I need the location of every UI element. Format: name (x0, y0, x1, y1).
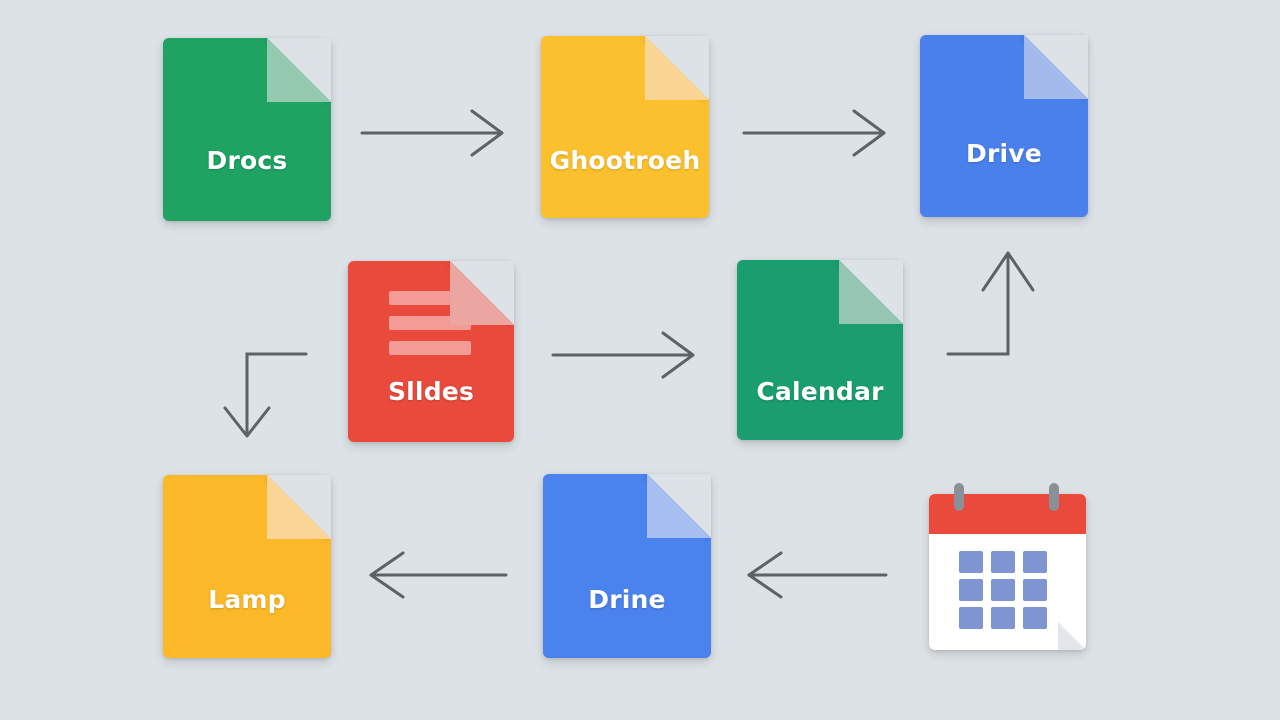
calendar-ring-left (954, 483, 964, 511)
sheets-file-tile[interactable]: Ghootroeh (541, 36, 709, 218)
arrow-slides-to-lamp (220, 352, 310, 442)
arrow-sheets-to-drive (742, 108, 889, 158)
docs-file-tile[interactable]: Drocs (163, 38, 331, 221)
arrow-docs-to-sheets (360, 108, 507, 158)
calendar-date-grid (959, 551, 1047, 629)
page-corner-highlight (645, 36, 709, 100)
drive-file-tile[interactable]: Drive (920, 35, 1088, 217)
calendar-icon[interactable] (929, 494, 1086, 650)
page-corner-highlight (839, 260, 903, 324)
docs-label: Drocs (206, 146, 288, 175)
lamp-label: Lamp (208, 585, 286, 614)
drive-label: Drive (966, 139, 1042, 168)
slides-file-tile[interactable]: Slldes (348, 261, 514, 442)
page-corner-highlight (267, 38, 331, 102)
arrow-calendar-to-drive (946, 250, 1038, 360)
lamp-file-tile[interactable]: Lamp (163, 475, 331, 658)
arrow-slides-to-calendar (551, 330, 698, 380)
drine-label: Drine (588, 585, 666, 614)
page-corner-highlight (647, 474, 711, 538)
arrow-calendar-icon-to-drine (746, 550, 888, 600)
page-corner-highlight (450, 261, 514, 325)
arrow-drive-to-lamp (368, 550, 508, 600)
slides-label: Slldes (387, 377, 475, 406)
calendar-label: Calendar (756, 377, 884, 406)
calendar-header-bar (929, 494, 1086, 534)
calendar-file-tile[interactable]: Calendar (737, 260, 903, 440)
page-corner-highlight (267, 475, 331, 539)
page-corner-highlight (1024, 35, 1088, 99)
drine-file-tile[interactable]: Drine (543, 474, 711, 658)
calendar-page-curl (1058, 622, 1086, 650)
calendar-ring-right (1049, 483, 1059, 511)
sheets-label: Ghootroeh (549, 146, 701, 175)
